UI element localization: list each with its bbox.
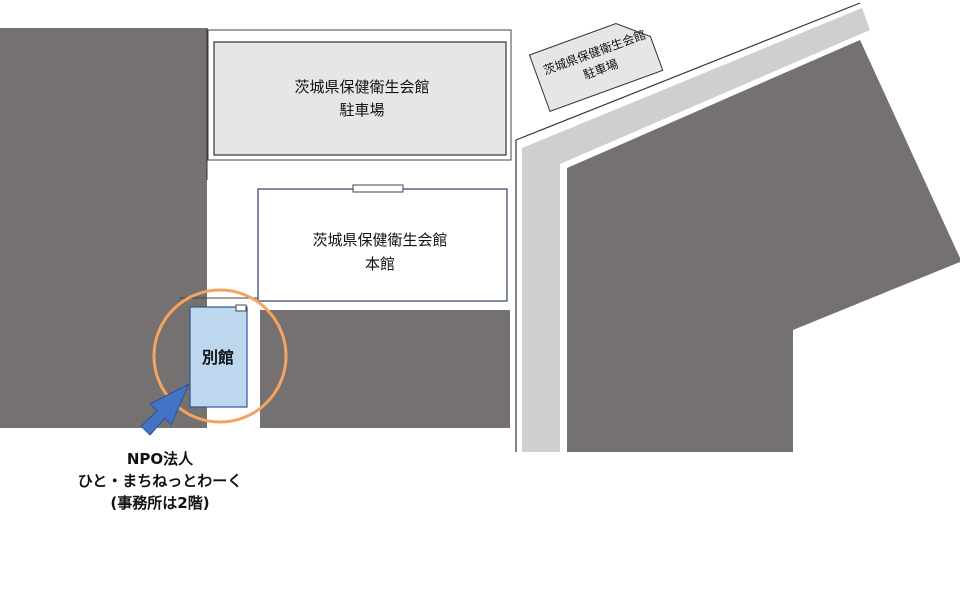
parking-small: 茨城県保健衛生会館 駐車場 — [528, 23, 664, 113]
road-edge-line — [515, 2, 861, 141]
block-left — [0, 28, 207, 428]
annex-entrance — [235, 304, 247, 312]
road-diagonal — [522, 8, 870, 452]
office-caption: NPO法人 ひと・まちねっとわーく (事務所は2階) — [60, 448, 260, 514]
annex-label: 別館 — [202, 348, 234, 367]
pointer-arrow-icon — [140, 382, 191, 436]
annex-building — [189, 306, 248, 408]
block-right — [567, 40, 960, 452]
main-building-line2: 本館 — [365, 255, 395, 273]
caption-line2: ひと・まちねっとわーく — [77, 472, 243, 490]
caption-line1: NPO法人 — [126, 450, 194, 468]
main-building-line1: 茨城県保健衛生会館 — [312, 231, 447, 249]
parking-main-line2: 駐車場 — [339, 101, 384, 119]
highlight-circle — [152, 288, 288, 424]
parking-main-line1: 茨城県保健衛生会館 — [294, 78, 429, 96]
parking-main — [213, 41, 507, 156]
main-building-entrance — [352, 184, 404, 193]
block-bottom-center — [260, 310, 510, 428]
main-building — [257, 188, 508, 302]
caption-line3: (事務所は2階) — [110, 494, 210, 512]
